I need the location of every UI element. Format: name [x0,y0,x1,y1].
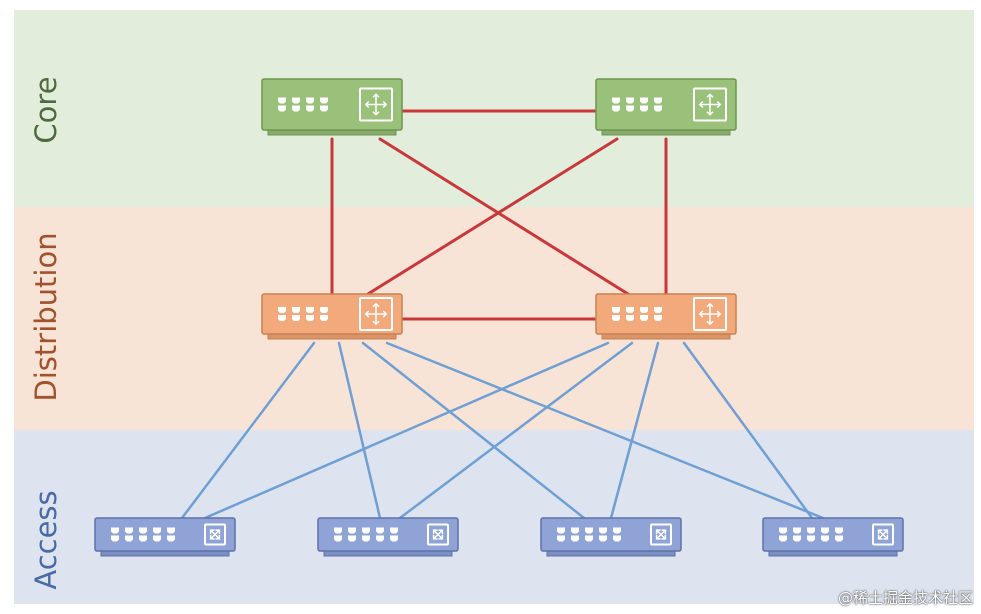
router-icon [359,87,393,122]
access-link-7 [180,341,316,520]
dist-2-device [595,293,737,340]
access-3-device [540,517,682,557]
access-link-8 [337,341,382,520]
access-layer-band [14,430,974,604]
switch-icon [650,523,672,546]
access-2-device [317,517,459,557]
access-1-device [94,517,236,557]
access-link-14 [682,341,814,520]
access-link-11 [203,341,610,520]
access-link-10 [385,341,825,520]
access-link-13 [609,341,660,520]
core-layer-band [14,10,974,207]
core-2-device [595,78,737,136]
core-link-5 [378,137,630,296]
switch-icon [427,523,449,546]
access-link-9 [361,341,586,520]
router-icon [693,87,727,122]
core-1-device [261,78,403,136]
switch-icon [204,523,226,546]
access-4-device [762,517,904,557]
devices-group [94,78,904,557]
core-link-6 [366,137,619,296]
router-icon [359,297,393,331]
links-group [180,109,825,520]
dist-1-device [261,293,403,340]
access-link-12 [398,341,634,520]
switch-icon [872,523,894,546]
router-icon [693,297,727,331]
watermark: @稀土掘金技术社区 [837,589,973,607]
